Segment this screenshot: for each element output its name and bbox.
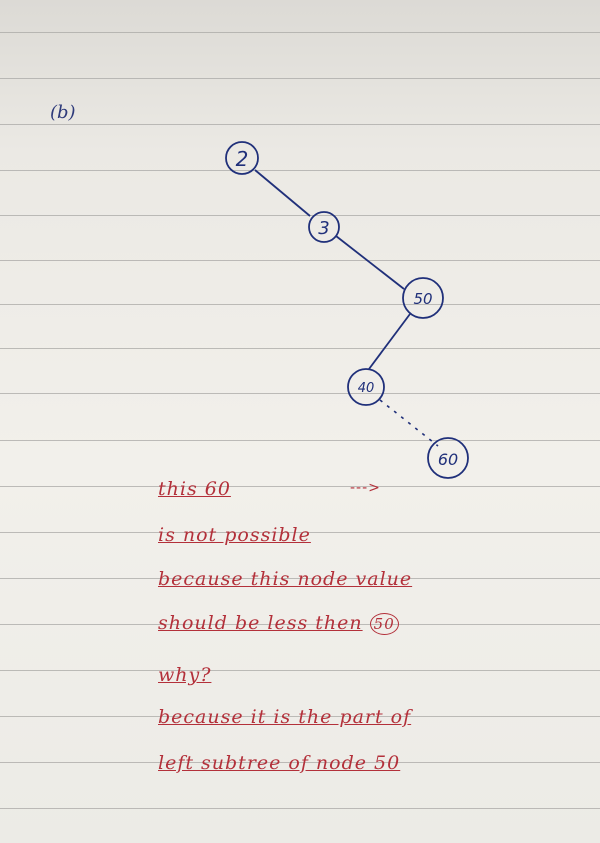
note-line-3-text: because this node value: [158, 568, 413, 590]
ruled-line: [0, 532, 600, 533]
note-line-3: because this node value: [158, 568, 412, 590]
ruled-line: [0, 624, 600, 625]
node-2: 2: [225, 141, 259, 175]
note-line-1-text: this 60: [158, 478, 231, 500]
note-line-5-text: why?: [158, 664, 212, 686]
ruled-line: [0, 32, 600, 33]
note-line-7: left subtree of node 50: [158, 752, 400, 774]
node-3-label: 3: [318, 218, 329, 239]
ruled-line: [0, 762, 600, 763]
ruled-line: [0, 486, 600, 487]
note-arrow: --->: [350, 480, 381, 496]
note-line-7-text: left subtree of node 50: [158, 752, 401, 774]
edge-40-60-dashed: [379, 399, 439, 447]
node-40-label: 40: [358, 381, 375, 396]
node-50-label: 50: [413, 290, 432, 308]
edge-2-3: [254, 169, 311, 217]
ruled-line: [0, 304, 600, 305]
node-40: 40: [347, 368, 385, 406]
part-label: (b): [50, 102, 76, 123]
ruled-line: [0, 348, 600, 349]
ruled-line: [0, 808, 600, 809]
ruled-line: [0, 670, 600, 671]
ruled-line: [0, 215, 600, 216]
node-3: 3: [308, 211, 340, 243]
ruled-line: [0, 716, 600, 717]
node-60: 60: [427, 437, 469, 479]
ruled-line: [0, 260, 600, 261]
note-line-4-text: should be less then: [158, 612, 363, 634]
ruled-line: [0, 78, 600, 79]
edge-50-40: [368, 313, 411, 370]
note-line-5: why?: [158, 664, 211, 686]
node-2-label: 2: [236, 147, 249, 171]
note-line-6: because it is the part of: [158, 706, 411, 728]
note-line-6-text: because it is the part of: [158, 706, 412, 728]
ruled-line: [0, 124, 600, 125]
note-line-2-text: is not possible: [158, 524, 311, 546]
tree-nodes: 2 3 50 40 60: [225, 141, 469, 479]
ruled-line: [0, 393, 600, 394]
edge-3-50: [335, 235, 405, 290]
note-line-4: should be less then 50: [158, 612, 399, 635]
note-line-2: is not possible: [158, 524, 311, 546]
tree-edges: [254, 169, 439, 447]
note-line-1: this 60: [158, 478, 231, 500]
circled-50: 50: [369, 613, 399, 635]
ruled-line: [0, 578, 600, 579]
ruled-line: [0, 170, 600, 171]
node-50: 50: [402, 277, 444, 319]
ruled-line: [0, 440, 600, 441]
node-60-label: 60: [438, 450, 458, 469]
